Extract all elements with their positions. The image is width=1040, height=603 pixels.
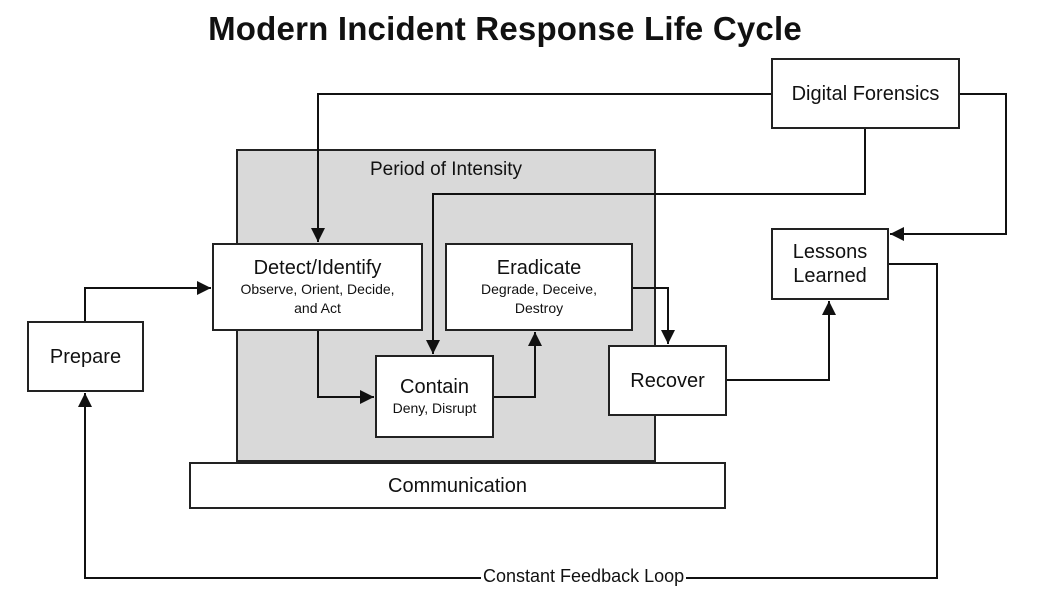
- edge-recover-to-lessons: [727, 301, 836, 381]
- node-detect-title: Detect/Identify: [253, 257, 382, 279]
- edge-prepare-to-detect: [84, 281, 211, 321]
- node-contain[interactable]: Contain Deny, Disrupt: [375, 355, 494, 438]
- node-eradicate-subtitle: Degrade, Deceive, Destroy: [481, 281, 597, 316]
- node-recover[interactable]: Recover: [608, 345, 727, 416]
- node-prepare[interactable]: Prepare: [27, 321, 144, 392]
- edge-forensics-to-detect: [311, 93, 771, 242]
- node-eradicate-title: Eradicate: [496, 257, 582, 279]
- region-label: Period of Intensity: [369, 159, 523, 180]
- edge-contain-to-eradicate: [494, 332, 542, 398]
- edge-feedback-loop: [78, 263, 938, 579]
- node-contain-title: Contain: [400, 376, 469, 398]
- node-contain-subtitle: Deny, Disrupt: [392, 400, 477, 416]
- communication-title: Communication: [388, 474, 527, 497]
- node-digital-forensics[interactable]: Digital Forensics: [771, 58, 960, 129]
- node-recover-title: Recover: [630, 369, 705, 392]
- edge-forensics-to-contain: [426, 129, 866, 354]
- feedback-loop-label: Constant Feedback Loop: [481, 566, 687, 587]
- edge-eradicate-to-recover: [633, 287, 675, 344]
- diagram-title: Modern Incident Response Life Cycle: [208, 10, 802, 47]
- edge-detect-to-contain: [317, 331, 374, 404]
- node-eradicate[interactable]: Eradicate Degrade, Deceive, Destroy: [445, 243, 633, 331]
- communication-bar[interactable]: Communication: [189, 462, 726, 509]
- node-lessons-learned[interactable]: Lessons Learned: [771, 228, 889, 300]
- node-detect-subtitle: Observe, Orient, Decide, and Act: [240, 281, 395, 316]
- node-forensics-title: Digital Forensics: [791, 82, 940, 105]
- node-detect-identify[interactable]: Detect/Identify Observe, Orient, Decide,…: [212, 243, 423, 331]
- node-lessons-title: Lessons Learned: [792, 241, 868, 287]
- edge-forensics-to-lessons: [890, 93, 1007, 241]
- node-prepare-title: Prepare: [49, 345, 122, 368]
